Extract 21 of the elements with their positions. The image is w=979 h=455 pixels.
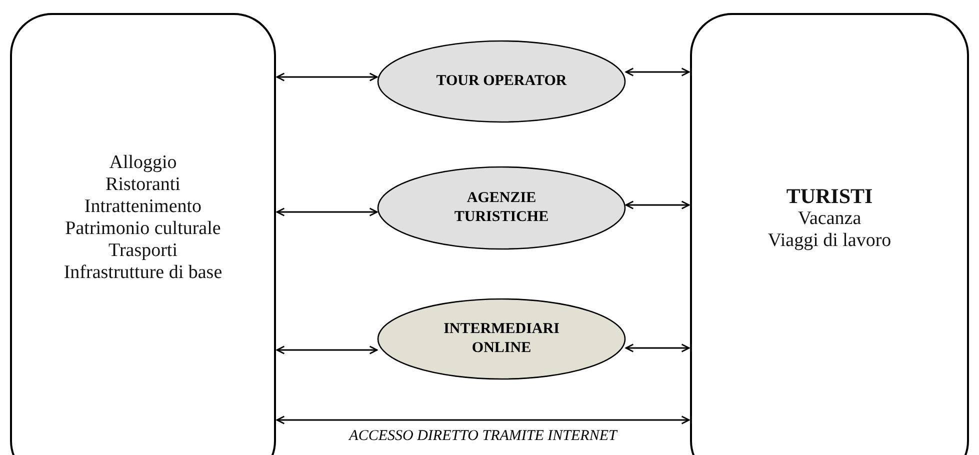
rounded-box [10, 13, 276, 455]
list-item: Vacanza [798, 208, 862, 230]
double-arrow [625, 68, 690, 76]
list-item: Viaggi di lavoro [768, 230, 892, 252]
heading: TURISTI [786, 184, 873, 208]
list-item: Patrimonio culturale [65, 218, 221, 240]
double-arrow [276, 208, 378, 216]
list-item: Trasporti [108, 240, 178, 262]
double-arrow [625, 200, 690, 210]
list-item: Intrattenimento [84, 196, 202, 218]
double-arrow [276, 346, 378, 354]
double-arrow [625, 344, 690, 352]
double-arrow [276, 416, 690, 424]
list-item: Infrastrutture di base [64, 262, 222, 284]
node-label: AGENZIE TURISTICHE [453, 189, 550, 227]
rounded-box [690, 13, 969, 455]
list-item: Alloggio [109, 152, 177, 174]
node-label: INTERMEDIARI ONLINE [442, 320, 560, 358]
double-arrow [276, 72, 378, 82]
node-label: TOUR OPERATOR [435, 72, 568, 91]
list-item: Ristoranti [106, 174, 180, 196]
